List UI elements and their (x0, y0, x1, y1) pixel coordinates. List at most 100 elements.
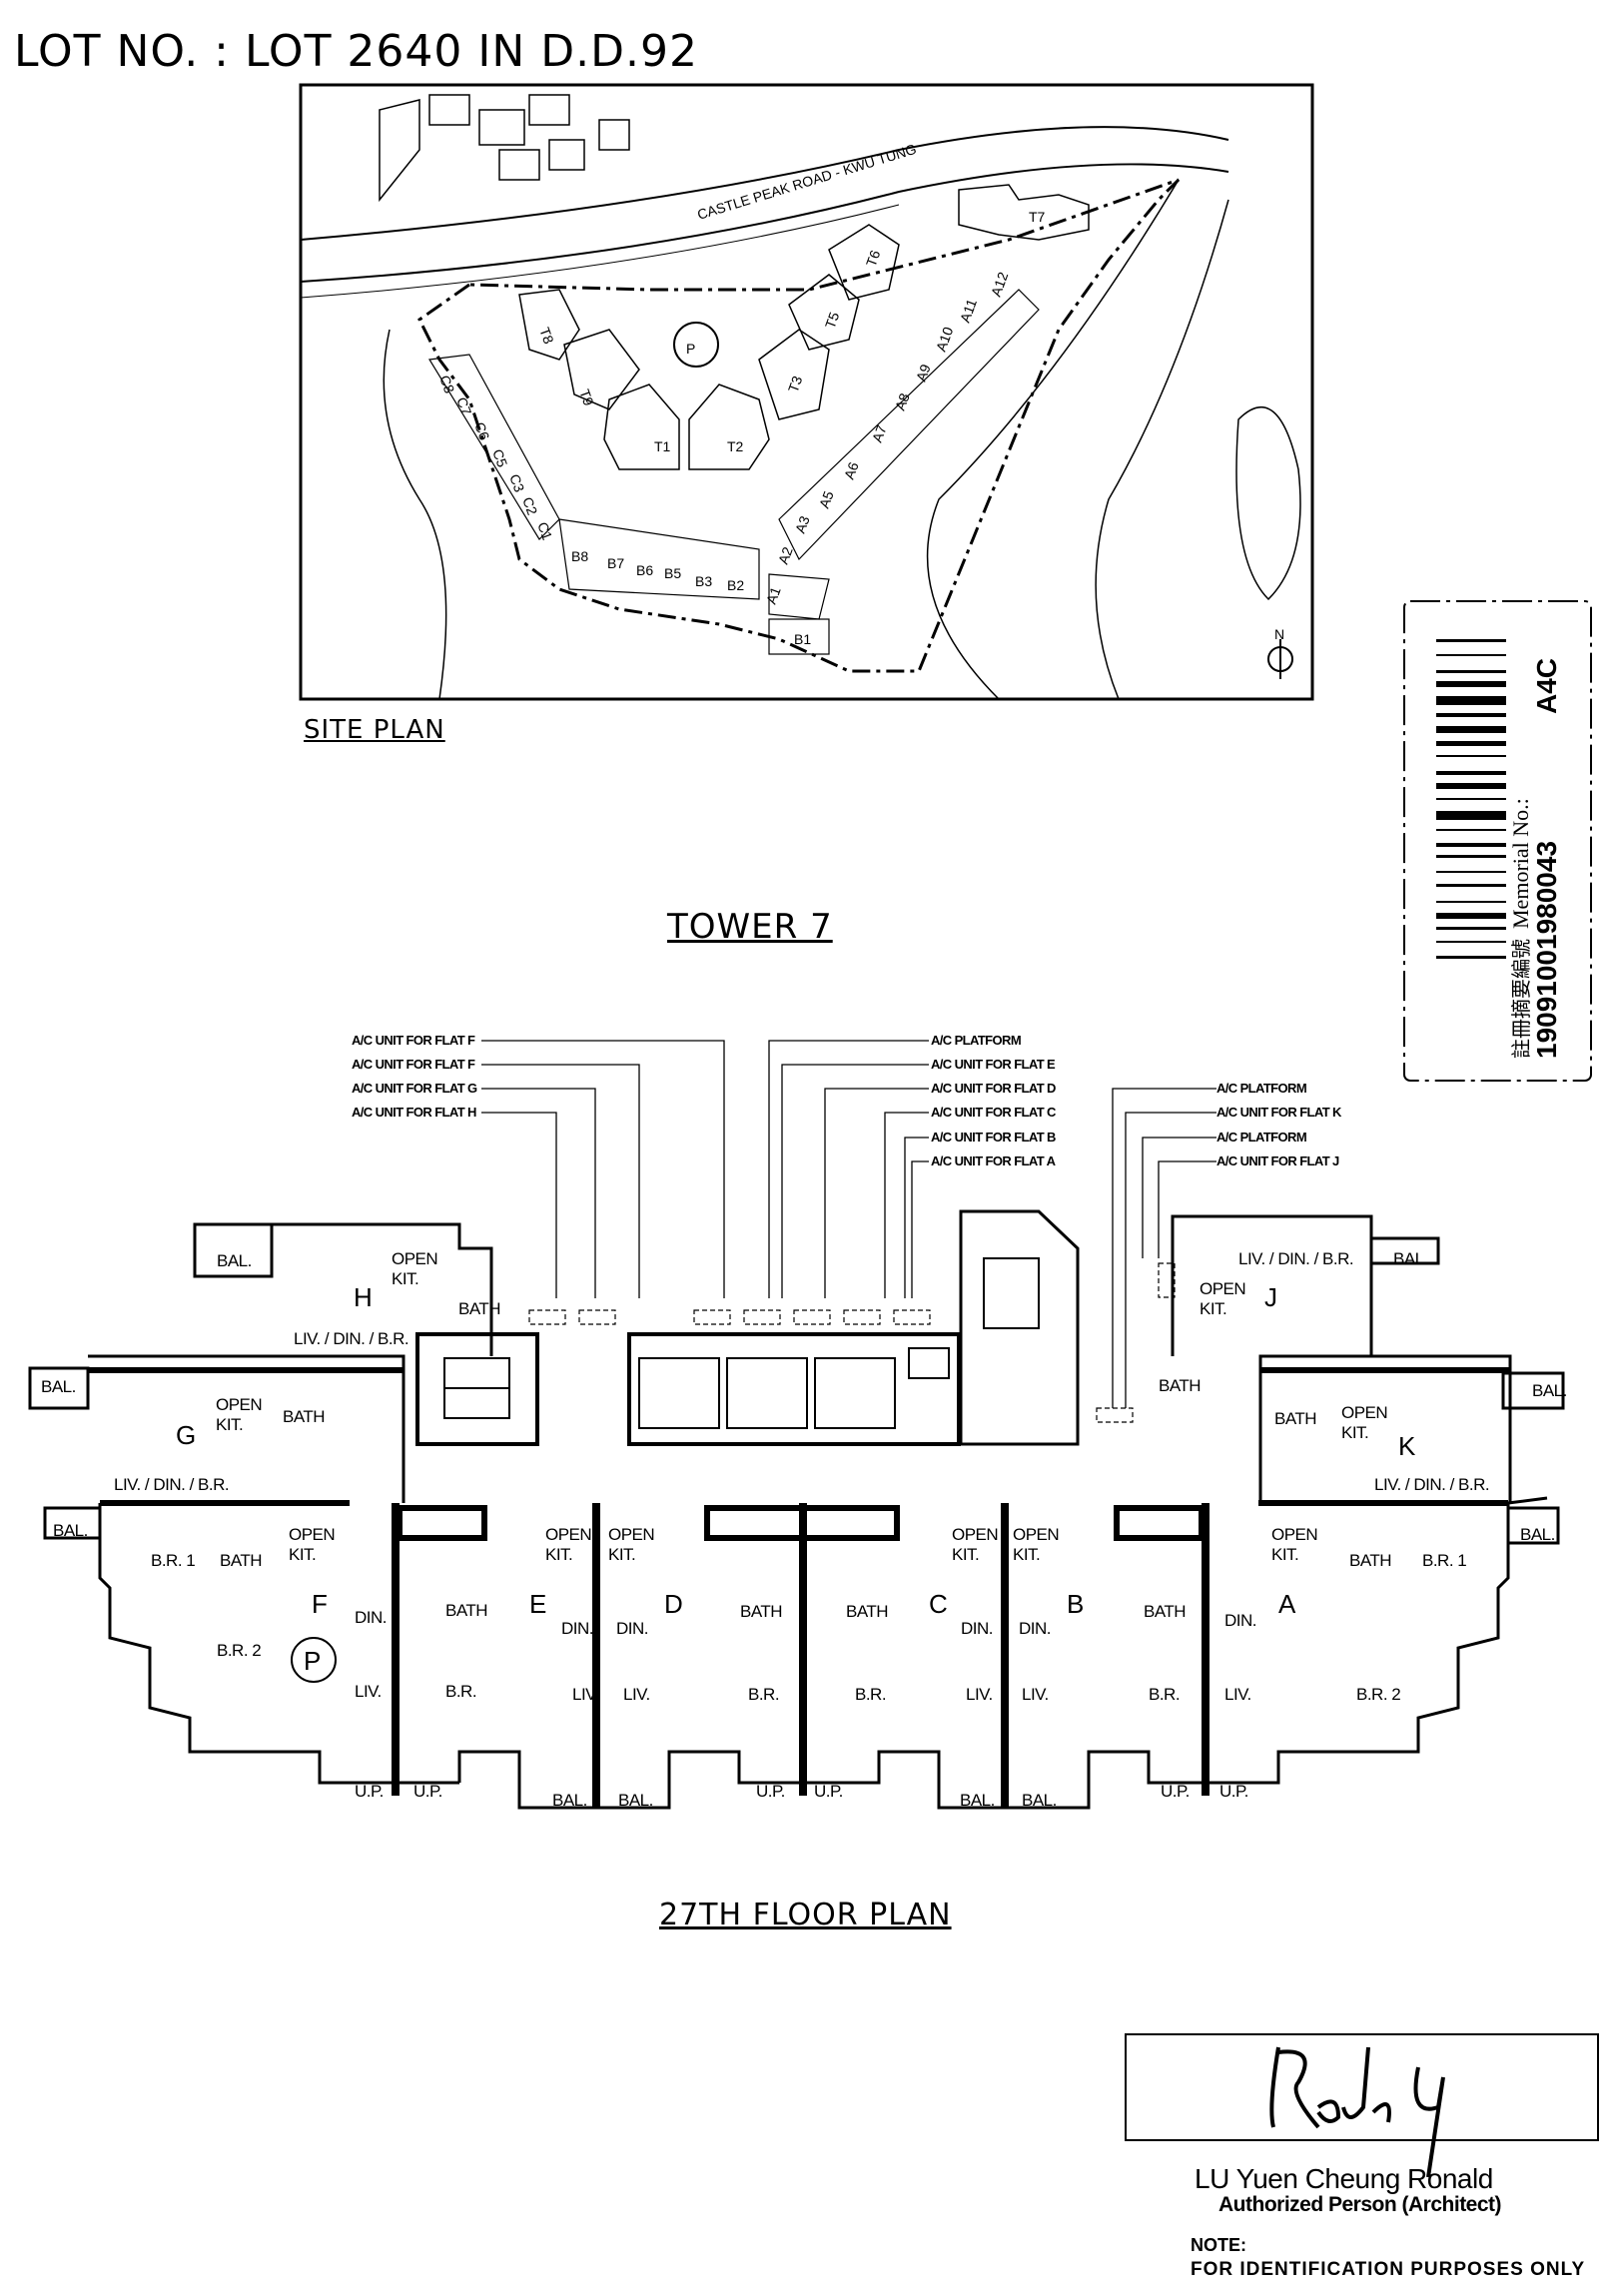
parking-circle (673, 322, 719, 368)
barcode-bar (1436, 771, 1506, 775)
room-label: KIT. (1341, 1423, 1368, 1442)
site-plan-label: A9 (913, 362, 934, 383)
room-label: BATH (445, 1601, 487, 1620)
room-label: BAL. (1532, 1381, 1567, 1400)
room-label: DIN. (1224, 1611, 1256, 1630)
site-plan-label: B1 (794, 631, 811, 647)
barcode-bar (1436, 941, 1506, 943)
site-plan-label: B2 (727, 577, 744, 593)
site-plan (299, 83, 1314, 701)
room-label: DIN. (561, 1619, 593, 1638)
room-label: BATH (1349, 1551, 1391, 1570)
barcode-bar (1436, 829, 1506, 831)
memorial-chinese: 註冊摘要編號 (1509, 939, 1533, 1059)
house-footprints (428, 289, 1040, 655)
ac-callout-label: A/C UNIT FOR FLAT F (352, 1057, 475, 1072)
room-label: U.P. (814, 1782, 843, 1801)
site-plan-label: C8 (436, 374, 457, 395)
site-plan-label: C1 (534, 520, 555, 542)
ac-callouts: A/C UNIT FOR FLAT F A/C UNIT FOR FLAT F A/… (352, 1033, 1343, 1168)
room-label: LIV. (966, 1685, 993, 1704)
room-label: BATH (1144, 1602, 1186, 1621)
site-plan-label: T7 (1029, 209, 1046, 225)
site-plan-label: C7 (453, 395, 474, 417)
barcode-bar (1436, 901, 1506, 903)
road-edge (300, 126, 1229, 241)
room-label: KIT. (289, 1545, 316, 1564)
road-edge (300, 163, 1229, 283)
site-plan-label: C2 (519, 495, 540, 517)
room-label: KIT. (1013, 1545, 1040, 1564)
ac-callout-label: A/C PLATFORM (1216, 1081, 1306, 1096)
barcode-bar (1436, 843, 1506, 847)
room-label: U.P. (355, 1782, 384, 1801)
room-label: LIV. (623, 1685, 650, 1704)
site-plan-label: B7 (607, 555, 624, 571)
flat-letter: H (354, 1282, 373, 1312)
ac-callout-label: A/C UNIT FOR FLAT E (931, 1057, 1056, 1072)
barcode-bar (1436, 654, 1506, 656)
site-plan-label: B5 (664, 565, 681, 581)
flat-letter: E (529, 1589, 546, 1619)
note-label: NOTE: (1191, 2235, 1246, 2255)
parking-circle (291, 1637, 337, 1683)
room-label: B.R. (1149, 1685, 1180, 1704)
site-plan-label: T9 (576, 387, 597, 408)
room-label: OPEN (952, 1525, 998, 1544)
core-walls (88, 1332, 1510, 1808)
ac-callout-label: A/C UNIT FOR FLAT B (931, 1130, 1056, 1145)
flat-letter: J (1264, 1282, 1277, 1312)
room-label: LIV. / DIN. / B.R. (114, 1475, 229, 1494)
room-label: OPEN (216, 1395, 262, 1414)
room-label: BAL. (53, 1521, 88, 1540)
callout-leaders (481, 1040, 1216, 1408)
barcode-bar (1436, 811, 1506, 820)
barcode-bar (1436, 798, 1506, 800)
room-label: BAL. (41, 1377, 76, 1396)
site-plan-label: A10 (933, 325, 957, 354)
ac-callout-label: A/C PLATFORM (1216, 1130, 1306, 1145)
site-plan-label: B8 (571, 548, 588, 564)
ac-callout-label: A/C UNIT FOR FLAT F (352, 1033, 475, 1048)
barcode-bar (1436, 783, 1506, 789)
lift-and-stairs (443, 1257, 1040, 1429)
site-plan-label: C5 (489, 447, 510, 469)
barcode-bar (1436, 713, 1506, 717)
room-label: B.R. (748, 1685, 779, 1704)
room-label: U.P. (756, 1782, 785, 1801)
lot-boundary (417, 178, 1181, 673)
room-label: DIN. (355, 1608, 387, 1627)
ac-callout-label: A/C UNIT FOR FLAT G (352, 1081, 477, 1096)
site-plan-label: T3 (785, 374, 806, 394)
site-plan-label: A7 (869, 422, 890, 444)
room-label: LIV. (572, 1685, 599, 1704)
site-plan-frame (299, 83, 1314, 701)
north-symbol: N (1274, 626, 1284, 642)
room-label: BATH (1159, 1376, 1201, 1395)
site-plan-label: T8 (536, 326, 557, 347)
flat-letter: A (1278, 1589, 1296, 1619)
note-text: FOR IDENTIFICATION PURPOSES ONLY (1191, 2259, 1586, 2280)
flat-letter: C (929, 1589, 948, 1619)
ac-callout-label: A/C UNIT FOR FLAT D (931, 1081, 1056, 1096)
floor-parking-symbol: P (304, 1646, 321, 1676)
room-label: U.P. (1219, 1782, 1248, 1801)
architect-name: LU Yuen Cheung Ronald (1195, 2163, 1493, 2194)
room-label: OPEN (608, 1525, 654, 1544)
tower-footprints (518, 184, 1090, 470)
room-label: LIV. / DIN. / B.R. (294, 1329, 408, 1348)
site-plan-label: B3 (695, 573, 712, 589)
room-label: B.R. 1 (151, 1551, 195, 1570)
room-label: OPEN (1271, 1525, 1317, 1544)
flat-letter: K (1398, 1431, 1416, 1461)
memorial-number: 19091001980043 (1531, 841, 1562, 1059)
barcode-bar (1436, 956, 1506, 959)
site-plan-label: A5 (816, 488, 837, 510)
room-label: LIV. / DIN. / B.R. (1238, 1249, 1353, 1268)
room-label: KIT. (216, 1415, 243, 1434)
barcode-bar (1436, 855, 1506, 858)
room-label: BATH (740, 1602, 782, 1621)
room-label: LIV. (1224, 1685, 1251, 1704)
